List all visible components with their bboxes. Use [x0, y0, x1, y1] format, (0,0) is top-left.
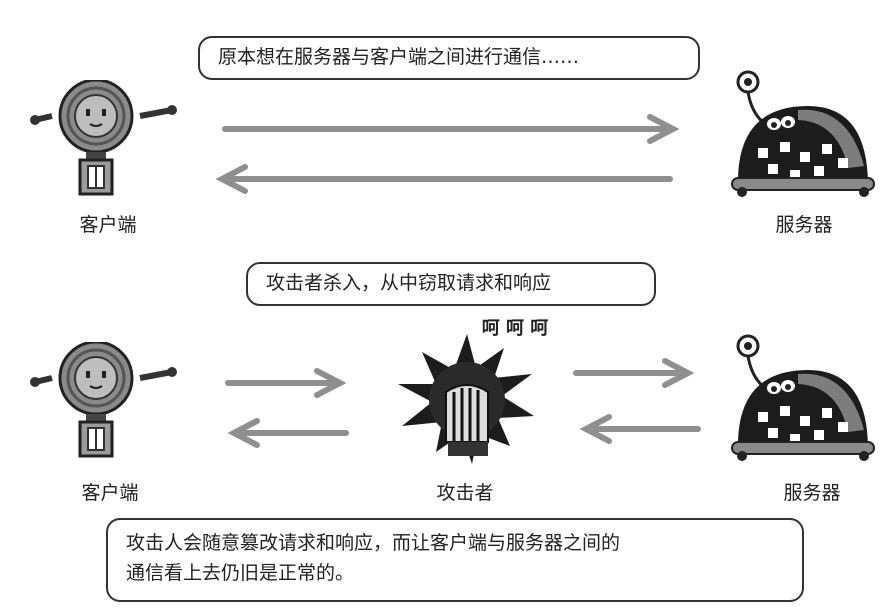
bottom-caption: 攻击人会随意篡改请求和响应，而让客户端与服务器之间的 通信看上去仍旧是正常的。	[106, 518, 804, 602]
top-client-label: 客户端	[79, 214, 137, 236]
attacker-laugh: 呵 呵 呵	[481, 318, 549, 339]
middle-caption: 攻击者杀入，从中窃取请求和响应	[246, 262, 656, 306]
top-response-arrow-icon	[215, 164, 673, 194]
attacker-label: 攻击者	[436, 482, 494, 504]
top-request-arrow-icon	[222, 114, 680, 144]
server-robot-icon	[728, 330, 878, 470]
attacker-to-client-arrow-icon	[227, 418, 349, 448]
server-to-attacker-arrow-icon	[579, 414, 701, 444]
middle-server-label: 服务器	[783, 482, 841, 504]
top-caption-text: 原本想在服务器与客户端之间进行通信……	[218, 46, 580, 68]
client-robot-icon	[30, 80, 180, 200]
top-caption: 原本想在服务器与客户端之间进行通信……	[198, 36, 700, 80]
middle-caption-text: 攻击者杀入，从中窃取请求和响应	[266, 272, 552, 294]
client-to-attacker-arrow-icon	[225, 368, 347, 398]
bottom-caption-line2: 通信看上去仍旧是正常的。	[126, 562, 355, 584]
attacker-icon	[392, 330, 542, 470]
attacker-to-server-arrow-icon	[573, 358, 695, 388]
middle-client-label: 客户端	[81, 482, 139, 504]
bottom-caption-line1: 攻击人会随意篡改请求和响应，而让客户端与服务器之间的	[126, 532, 621, 554]
client-robot-icon	[30, 342, 180, 462]
top-server-label: 服务器	[775, 214, 833, 236]
server-robot-icon	[728, 66, 878, 201]
